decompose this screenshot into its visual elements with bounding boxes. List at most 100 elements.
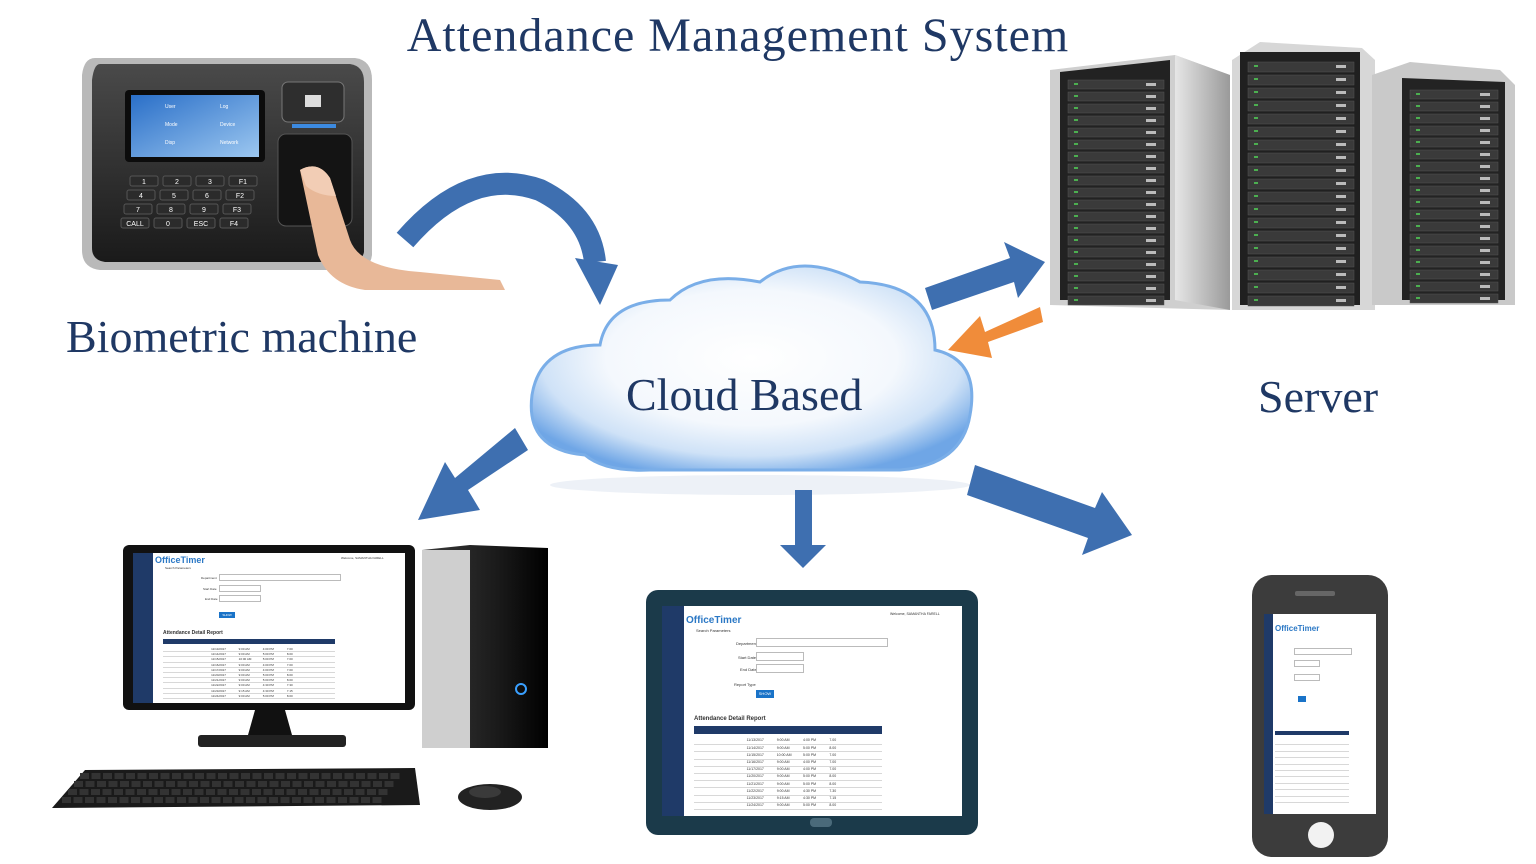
table-cell: 4:30 PM <box>803 788 817 793</box>
biometric-key: F1 <box>228 175 258 187</box>
table-cell: 11/13/2017 <box>746 738 764 743</box>
table-cell: 11/21/2017 <box>211 678 226 683</box>
server-unit <box>1067 223 1165 234</box>
server-unit <box>1067 259 1165 270</box>
server-unit <box>1247 61 1355 73</box>
table-cell: 8.00 <box>286 652 293 657</box>
server-unit <box>1247 217 1355 229</box>
biometric-key: 8 <box>156 203 186 215</box>
server-unit <box>1409 221 1499 232</box>
biometric-key: CALL <box>120 217 150 229</box>
table-row <box>163 698 335 699</box>
table-row <box>694 751 882 753</box>
server-unit <box>1067 79 1165 90</box>
svg-text:ESC: ESC <box>194 221 208 228</box>
server-unit <box>1409 125 1499 136</box>
biometric-menu-item: Device <box>220 122 236 128</box>
start-date-field[interactable] <box>756 652 804 661</box>
table-cell: 5:00 PM <box>262 673 274 678</box>
table-cell: 9:00 AM <box>776 781 790 786</box>
server-unit <box>1067 283 1165 294</box>
table-row <box>694 758 882 760</box>
table-cell: 9:00 AM <box>776 788 790 793</box>
table-row <box>1275 750 1349 752</box>
table-cell: 8.00 <box>829 803 837 808</box>
svg-text:F3: F3 <box>233 207 241 214</box>
table-cell: 4:30 PM <box>262 688 274 693</box>
end-date-label: End Date <box>205 597 218 601</box>
biometric-key: F2 <box>225 189 255 201</box>
table-cell: 7.30 <box>829 788 837 793</box>
biometric-key: F4 <box>219 217 249 229</box>
server-unit <box>1247 152 1355 164</box>
desktop-app-screen: OfficeTimer Welcome, SAMANTHA FARELL Sea… <box>133 553 405 703</box>
svg-text:1: 1 <box>142 179 146 186</box>
table-cell: 11/14/2017 <box>211 652 226 657</box>
table-cell: 7.00 <box>286 647 293 652</box>
start-date-label: Start Date <box>203 587 217 591</box>
table-cell: 7.00 <box>286 657 293 662</box>
table-cell: 9:00 AM <box>238 693 250 698</box>
table-row <box>694 801 882 803</box>
biometric-key: 6 <box>192 189 222 201</box>
table-cell: 11/24/2017 <box>211 693 226 698</box>
end-date-field[interactable] <box>219 595 261 602</box>
show-button[interactable]: SHOW <box>219 612 235 618</box>
svg-text:3: 3 <box>208 179 212 186</box>
table-row <box>1275 770 1349 771</box>
server-unit <box>1247 113 1355 125</box>
table-row <box>163 672 335 673</box>
table-cell: 8.00 <box>286 693 293 698</box>
table-cell: 4:00 PM <box>262 667 274 672</box>
table-row <box>163 687 335 689</box>
table-cell: 7.00 <box>829 767 837 772</box>
department-select[interactable] <box>1294 648 1352 655</box>
table-row <box>694 794 882 796</box>
table-cell: 5:00 PM <box>803 781 817 786</box>
table-row <box>1275 776 1349 778</box>
server-racks <box>1050 42 1515 310</box>
table-cell: 10:00 AM <box>238 657 252 662</box>
server-unit <box>1409 149 1499 160</box>
department-select[interactable] <box>756 638 888 647</box>
start-date-field[interactable] <box>219 585 261 592</box>
department-select[interactable] <box>219 574 341 581</box>
svg-text:6: 6 <box>205 193 209 200</box>
table-cell: 11/22/2017 <box>746 788 764 793</box>
table-cell: 7.00 <box>829 738 837 743</box>
arrow-cloud-to-server <box>925 242 1045 310</box>
server-unit <box>1409 137 1499 148</box>
table-cell: 5:00 PM <box>803 752 817 757</box>
cloud-shape <box>529 264 974 495</box>
biometric-screen <box>131 95 259 157</box>
table-cell: 8.00 <box>829 745 837 750</box>
biometric-menu-item: Mode <box>165 122 178 128</box>
table-row <box>694 787 882 789</box>
show-button[interactable]: SHOW <box>756 690 774 698</box>
table-row <box>163 661 335 663</box>
table-row <box>1275 763 1349 765</box>
server-unit <box>1409 113 1499 124</box>
table-cell: 4:00 PM <box>262 662 274 667</box>
table-row <box>694 744 882 746</box>
table-cell: 4:00 PM <box>803 760 817 765</box>
biometric-menu-item: Log <box>220 104 229 110</box>
arrow-cloud-to-tablet <box>780 490 826 568</box>
table-cell: 5:00 PM <box>803 803 817 808</box>
end-date-field[interactable] <box>1294 674 1320 681</box>
biometric-menu-item: Disp <box>165 140 175 146</box>
table-cell: 9:15 AM <box>238 688 250 693</box>
end-date-field[interactable] <box>756 664 804 673</box>
arrow-server-to-cloud <box>948 307 1043 358</box>
svg-text:2: 2 <box>175 179 179 186</box>
biometric-key: ESC <box>186 217 216 229</box>
start-date-field[interactable] <box>1294 660 1320 667</box>
show-button[interactable] <box>1298 696 1306 702</box>
server-unit <box>1247 269 1355 281</box>
server-unit <box>1247 243 1355 255</box>
app-logo: OfficeTimer <box>686 615 742 626</box>
app-logo: OfficeTimer <box>155 555 205 565</box>
biometric-menu-item: User <box>165 104 176 110</box>
